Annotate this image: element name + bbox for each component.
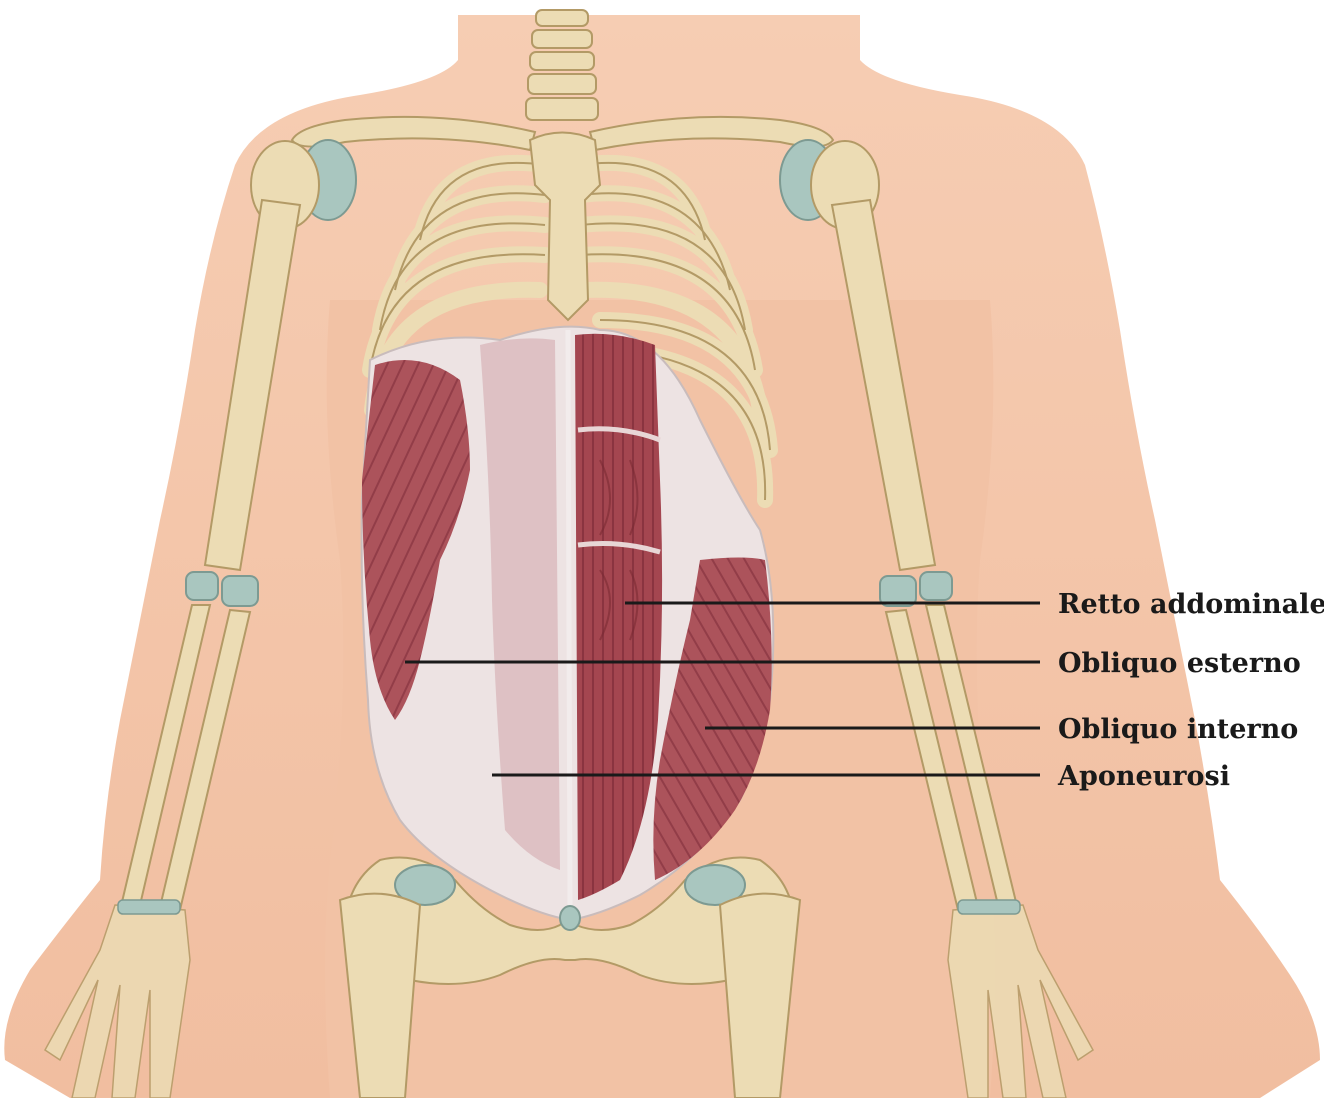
linea-alba — [568, 330, 570, 910]
label-external-oblique: Obliquo esterno — [1058, 650, 1301, 677]
label-internal-oblique: Obliquo interno — [1058, 716, 1298, 743]
label-aponeurosis: Aponeurosi — [1058, 763, 1230, 790]
label-rectus-abdominis: Retto addominale — [1058, 591, 1324, 618]
